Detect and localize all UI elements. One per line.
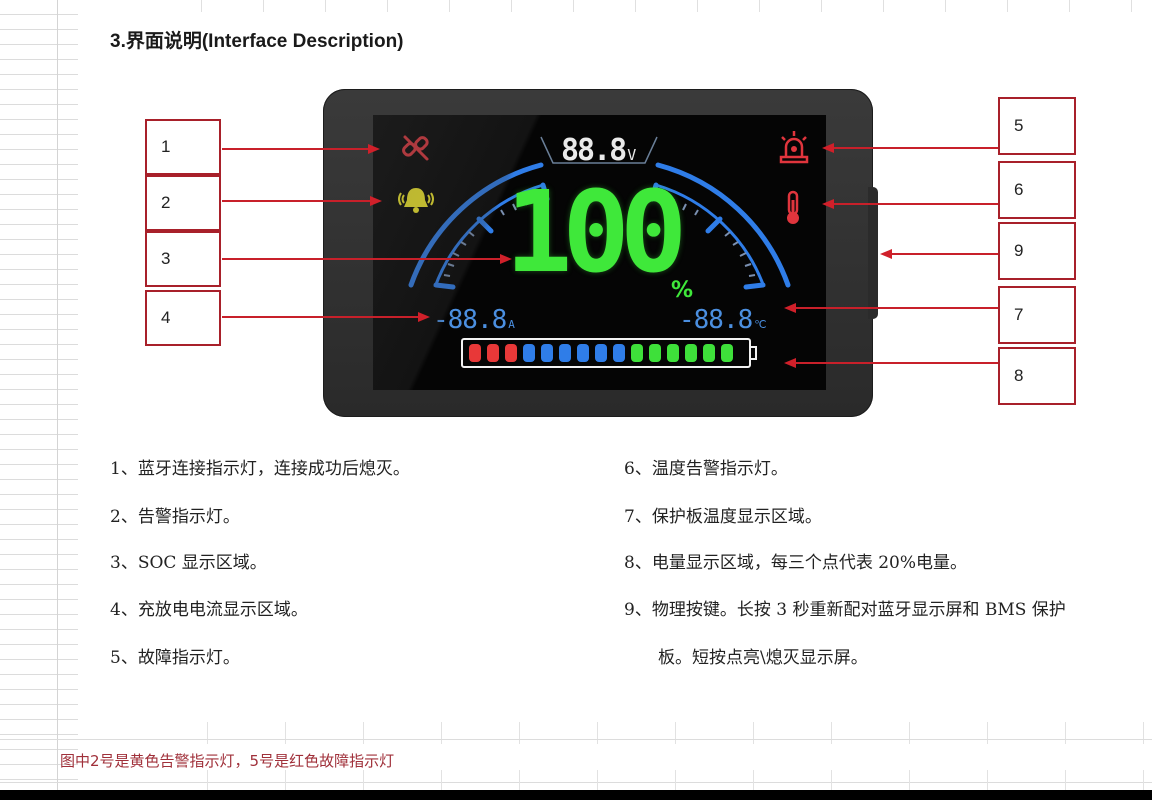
callout-arrow-8 <box>796 362 999 364</box>
battery-level-bar <box>461 338 751 368</box>
description-item-1: 1、蓝牙连接指示灯，连接成功后熄灭。 <box>110 459 410 479</box>
description-item-8: 8、电量显示区域，每三个点代表 20%电量。 <box>624 553 968 573</box>
lcd-screen: 88.8V 100 % -88.8A -88.8℃ <box>373 115 826 390</box>
battery-cell <box>505 344 517 362</box>
bluetooth-disconnected-icon <box>402 135 429 161</box>
temperature-value: -88.8 <box>679 305 753 335</box>
fault-siren-icon <box>779 131 809 164</box>
callout-box-7: 7 <box>998 286 1076 344</box>
battery-cell <box>559 344 571 362</box>
description-item-2: 2、告警指示灯。 <box>110 507 240 527</box>
arrow-head-icon <box>784 303 796 313</box>
callout-box-6: 6 <box>998 161 1076 219</box>
callout-arrow-9 <box>892 253 999 255</box>
callout-arrow-4 <box>222 316 420 318</box>
gauge-arcs <box>408 136 791 290</box>
battery-cell <box>595 344 607 362</box>
battery-cell <box>685 344 697 362</box>
battery-cell <box>523 344 535 362</box>
arrow-head-icon <box>880 249 892 259</box>
arrow-head-icon <box>822 143 834 153</box>
battery-cell <box>577 344 589 362</box>
spreadsheet-top-gridlines <box>140 0 1152 12</box>
battery-cell <box>631 344 643 362</box>
spreadsheet-column-line <box>57 0 58 790</box>
callout-box-2: 2 <box>145 175 221 231</box>
voltage-readout: 88.8V <box>561 133 636 168</box>
description-item-5: 5、故障指示灯。 <box>110 648 240 668</box>
callout-box-8: 8 <box>998 347 1076 405</box>
description-item-6: 6、温度告警指示灯。 <box>624 459 788 479</box>
callout-box-5: 5 <box>998 97 1076 155</box>
footnote: 图中2号是黄色告警指示灯，5号是红色故障指示灯 <box>60 752 395 770</box>
arrow-head-icon <box>370 196 382 206</box>
section-title: 3.界面说明(Interface Description) <box>110 31 404 52</box>
battery-cap <box>751 346 757 360</box>
callout-arrow-6 <box>834 203 999 205</box>
voltage-value: 88.8 <box>561 133 627 168</box>
callout-arrow-3 <box>222 258 502 260</box>
temperature-readout: -88.8℃ <box>679 305 767 335</box>
battery-cell <box>541 344 553 362</box>
battery-cell <box>667 344 679 362</box>
battery-cell <box>613 344 625 362</box>
spreadsheet-bottom-gridlines <box>130 722 1152 744</box>
battery-cell <box>469 344 481 362</box>
callout-arrow-2 <box>222 200 372 202</box>
current-value: -88.8 <box>433 305 507 335</box>
battery-cell <box>721 344 733 362</box>
spreadsheet-row-line <box>0 739 1152 740</box>
battery-cell <box>487 344 499 362</box>
arrow-head-icon <box>418 312 430 322</box>
callout-box-1: 1 <box>145 119 221 175</box>
description-item-9-continued: 板。短按点亮\熄灭显示屏。 <box>658 648 868 668</box>
battery-cell <box>703 344 715 362</box>
screen-glare <box>373 115 826 390</box>
description-item-4: 4、充放电电流显示区域。 <box>110 600 308 620</box>
current-readout: -88.8A <box>433 305 515 335</box>
battery-cell <box>649 344 661 362</box>
soc-readout: 100 <box>505 177 687 289</box>
callout-arrow-5 <box>834 147 999 149</box>
callout-arrow-1 <box>222 148 370 150</box>
spreadsheet-row-gridlines <box>0 0 78 790</box>
physical-button[interactable] <box>868 187 878 319</box>
description-item-7: 7、保护板温度显示区域。 <box>624 507 822 527</box>
callout-box-9: 9 <box>998 222 1076 280</box>
alarm-bell-icon <box>398 188 434 213</box>
voltage-unit: V <box>627 146 636 164</box>
current-unit: A <box>508 318 515 331</box>
arrow-head-icon <box>500 254 512 264</box>
callout-box-4: 4 <box>145 290 221 346</box>
bottom-edge-bar <box>0 790 1152 800</box>
temperature-unit: ℃ <box>754 318 766 331</box>
soc-unit: % <box>671 278 693 303</box>
spreadsheet-bottom-gridlines <box>130 770 1152 790</box>
arrow-head-icon <box>368 144 380 154</box>
description-item-9: 9、物理按键。长按 3 秒重新配对蓝牙显示屏和 BMS 保护 <box>624 600 1066 620</box>
callout-box-3: 3 <box>145 231 221 287</box>
arrow-head-icon <box>822 199 834 209</box>
arrow-head-icon <box>784 358 796 368</box>
callout-arrow-7 <box>796 307 999 309</box>
thermometer-icon <box>787 190 799 224</box>
description-item-3: 3、SOC 显示区域。 <box>110 553 267 573</box>
